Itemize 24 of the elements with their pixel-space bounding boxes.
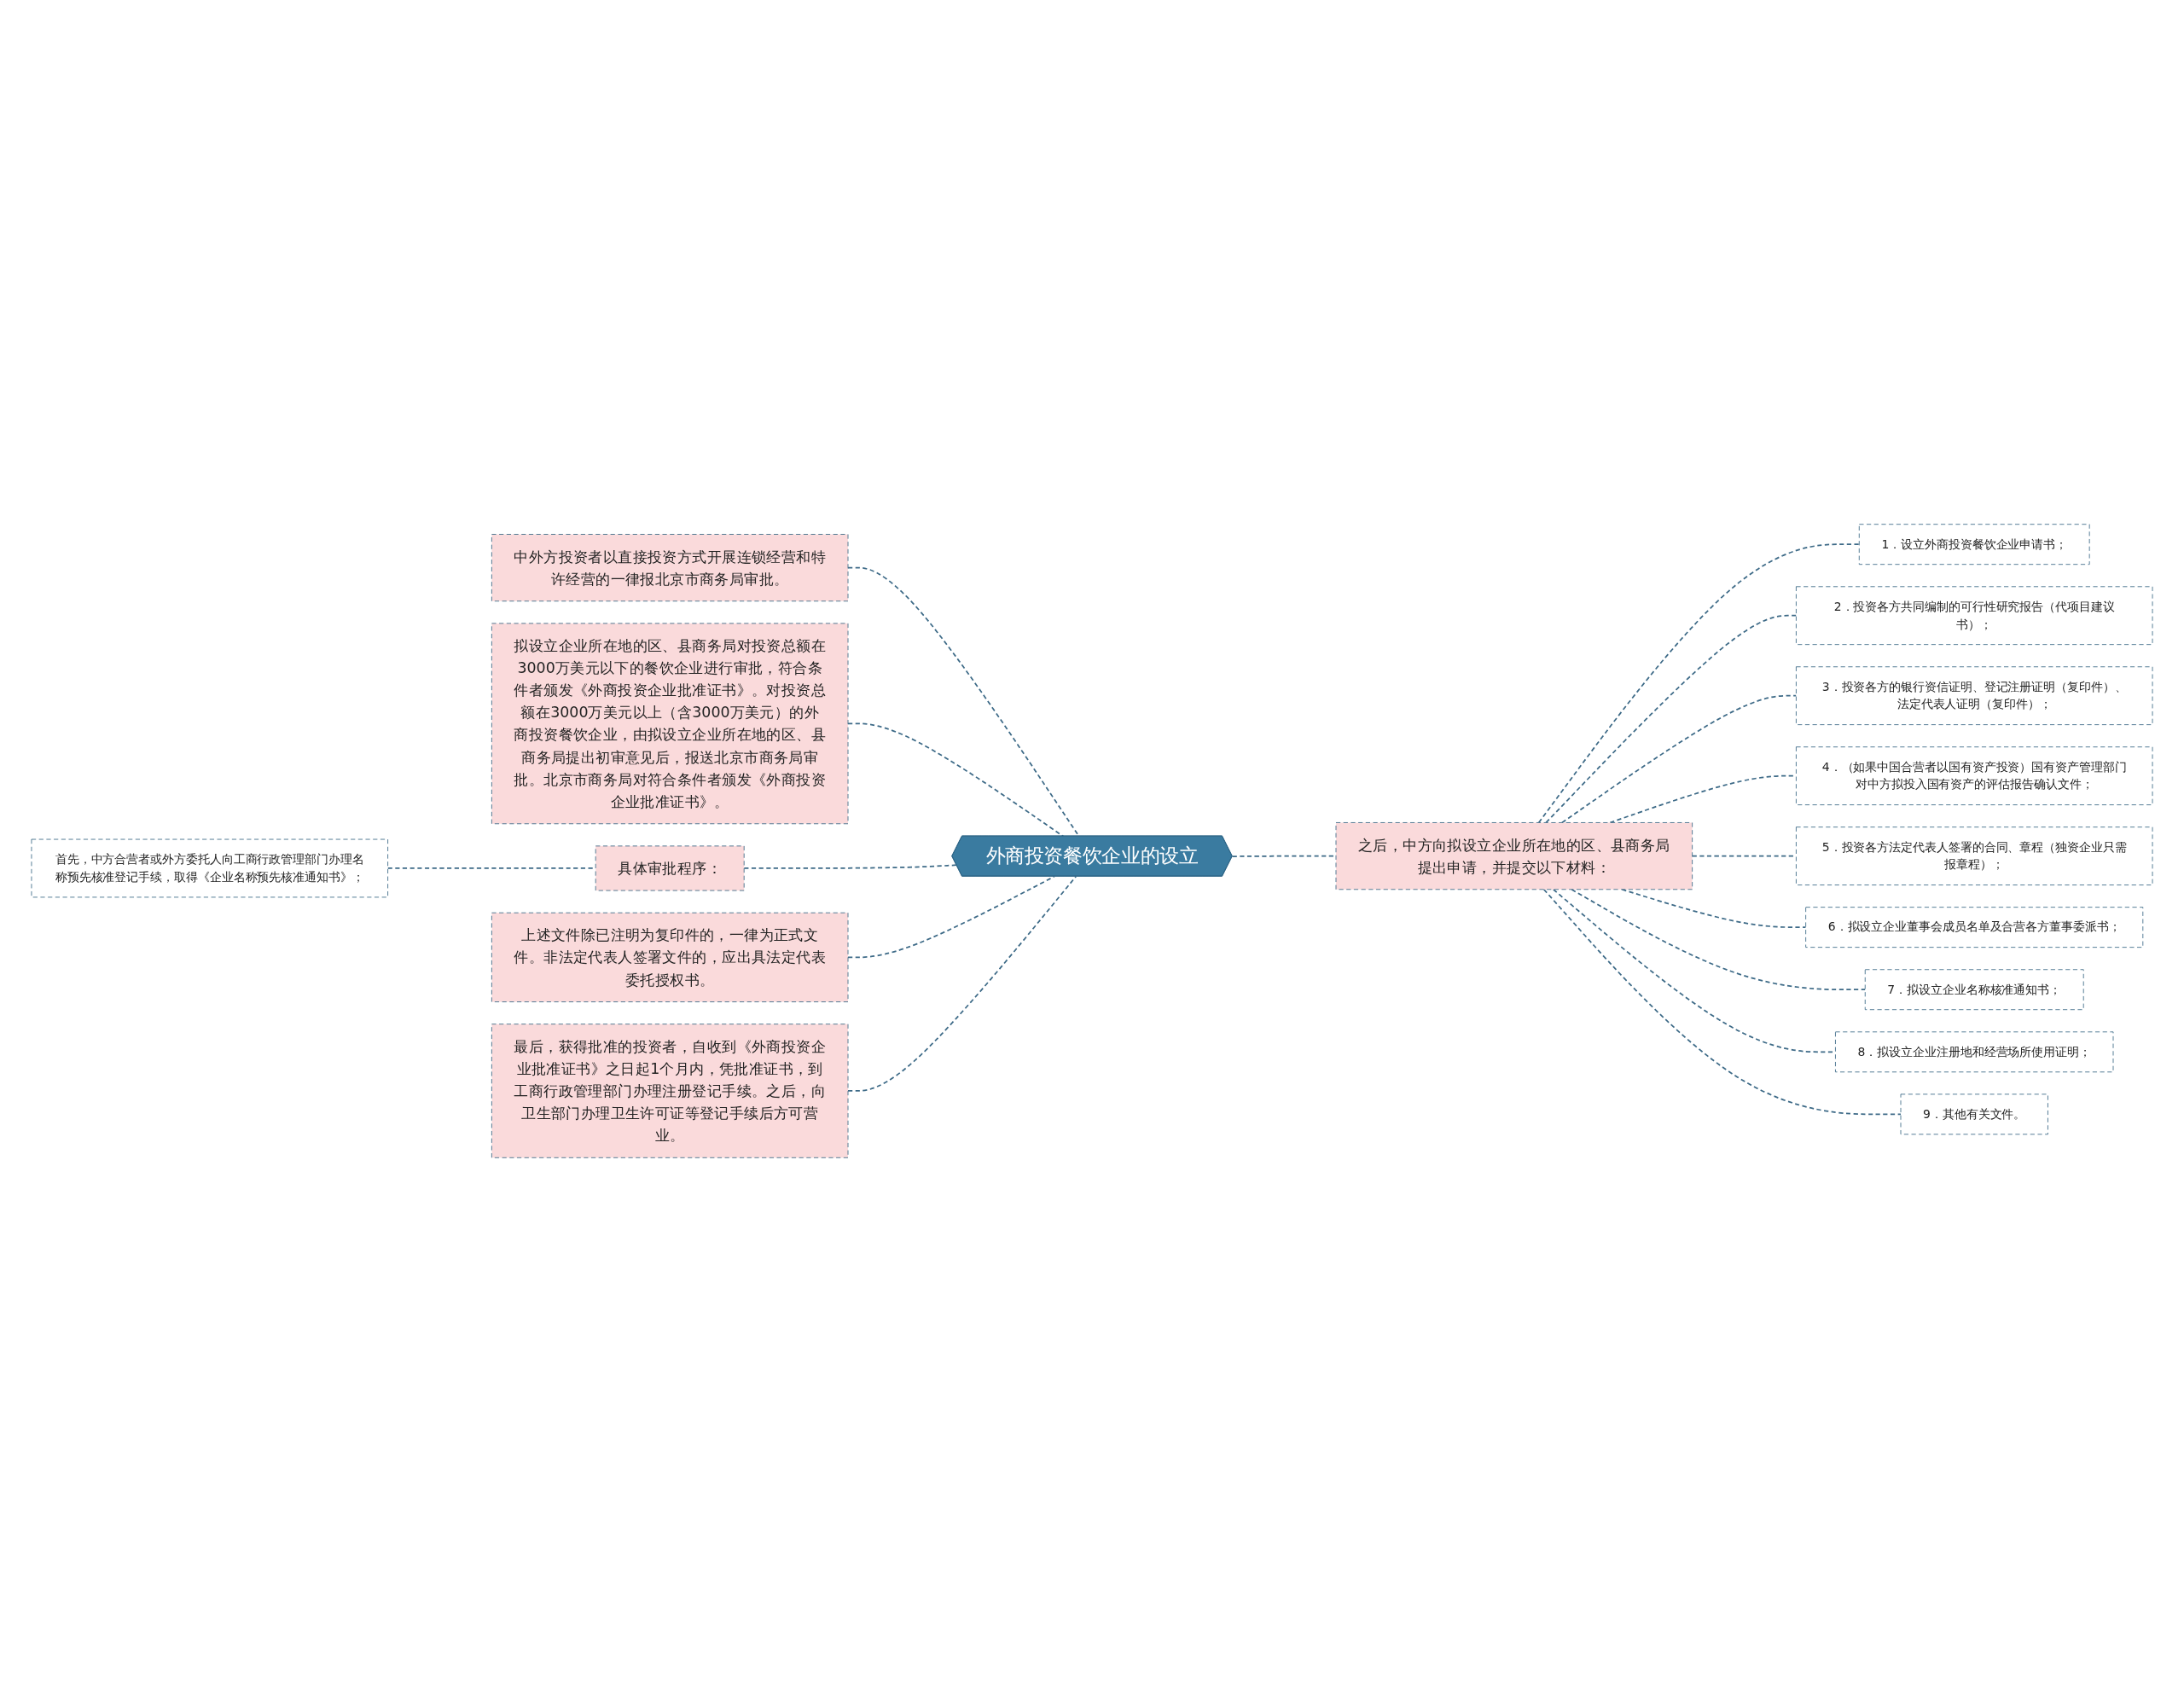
- connector: [1621, 888, 1807, 928]
- node-box: 中外方投资者以直接投资方式开展连锁经营和特许经营的一律报北京市商务局审批。: [491, 534, 849, 602]
- connector: [1545, 614, 1798, 824]
- node-box: 最后，获得批准的投资者，自收到《外商投资企业批准证书》之日起1个月内，凭批准证书，到工商行政管理部门办理注册登记手续。之后，向卫生部门办理卫生许可证等登记手续后方可营业。: [491, 1024, 849, 1158]
- node-box: 3．投资各方的银行资信证明、登记注册证明（复印件）、法定代表人证明（复印件）；: [1796, 666, 2153, 726]
- connector: [1561, 694, 1798, 824]
- node-box: 拟设立企业所在地的区、县商务局对投资总额在3000万美元以下的餐饮企业进行审批，符合条件者颁发《外商投资企业批准证书》。对投资总额在3000万美元以上（含3000万美元）的外商投资餐饮企业，由拟设立企业所在地的区、县商务局提出初审意见后，报送北京市商务局审批。北京市商务局对符合条件者颁发《外商投资企业批准证书》。: [491, 623, 849, 825]
- node-box: 6．拟设立企业董事会成员名单及合营各方董事委派书；: [1805, 907, 2144, 948]
- node-box: 9．其他有关文件。: [1900, 1093, 2048, 1135]
- node-box: 5．投资各方法定代表人签署的合同、章程（独资企业只需报章程）；: [1796, 826, 2153, 885]
- connector: [847, 875, 1077, 1092]
- connector: [743, 864, 958, 869]
- node-box: 8．拟设立企业注册地和经营场所使用证明；: [1835, 1031, 2114, 1073]
- node-box: 2．投资各方共同编制的可行性研究报告（代项目建议书）；: [1796, 586, 2153, 646]
- node-box: 首先，中方合营者或外方委托人向工商行政管理部门办理名称预先核准登记手续，取得《企业名称预先核准通知书》；: [31, 838, 388, 898]
- node-box: 上述文件除已注明为复印件的，一律为正式文件。非法定代表人签署文件的，应出具法定代表委托授权书。: [491, 912, 849, 1002]
- node-box: 7．拟设立企业名称核准通知书；: [1864, 969, 2084, 1011]
- node-box: 4．（如果中国合营者以国有资产投资）国有资产管理部门对中方拟投入国有资产的评估报告确认文件；: [1796, 746, 2153, 806]
- node-box: 之后，中方向拟设立企业所在地的区、县商务局提出申请，并提交以下材料：: [1335, 822, 1693, 890]
- connector: [1571, 888, 1867, 991]
- node-box: 1．设立外商投资餐饮企业申请书；: [1858, 524, 2090, 566]
- connector: [1542, 888, 1902, 1116]
- node-box: 具体审批程序：: [595, 845, 745, 891]
- connector: [1537, 543, 1861, 824]
